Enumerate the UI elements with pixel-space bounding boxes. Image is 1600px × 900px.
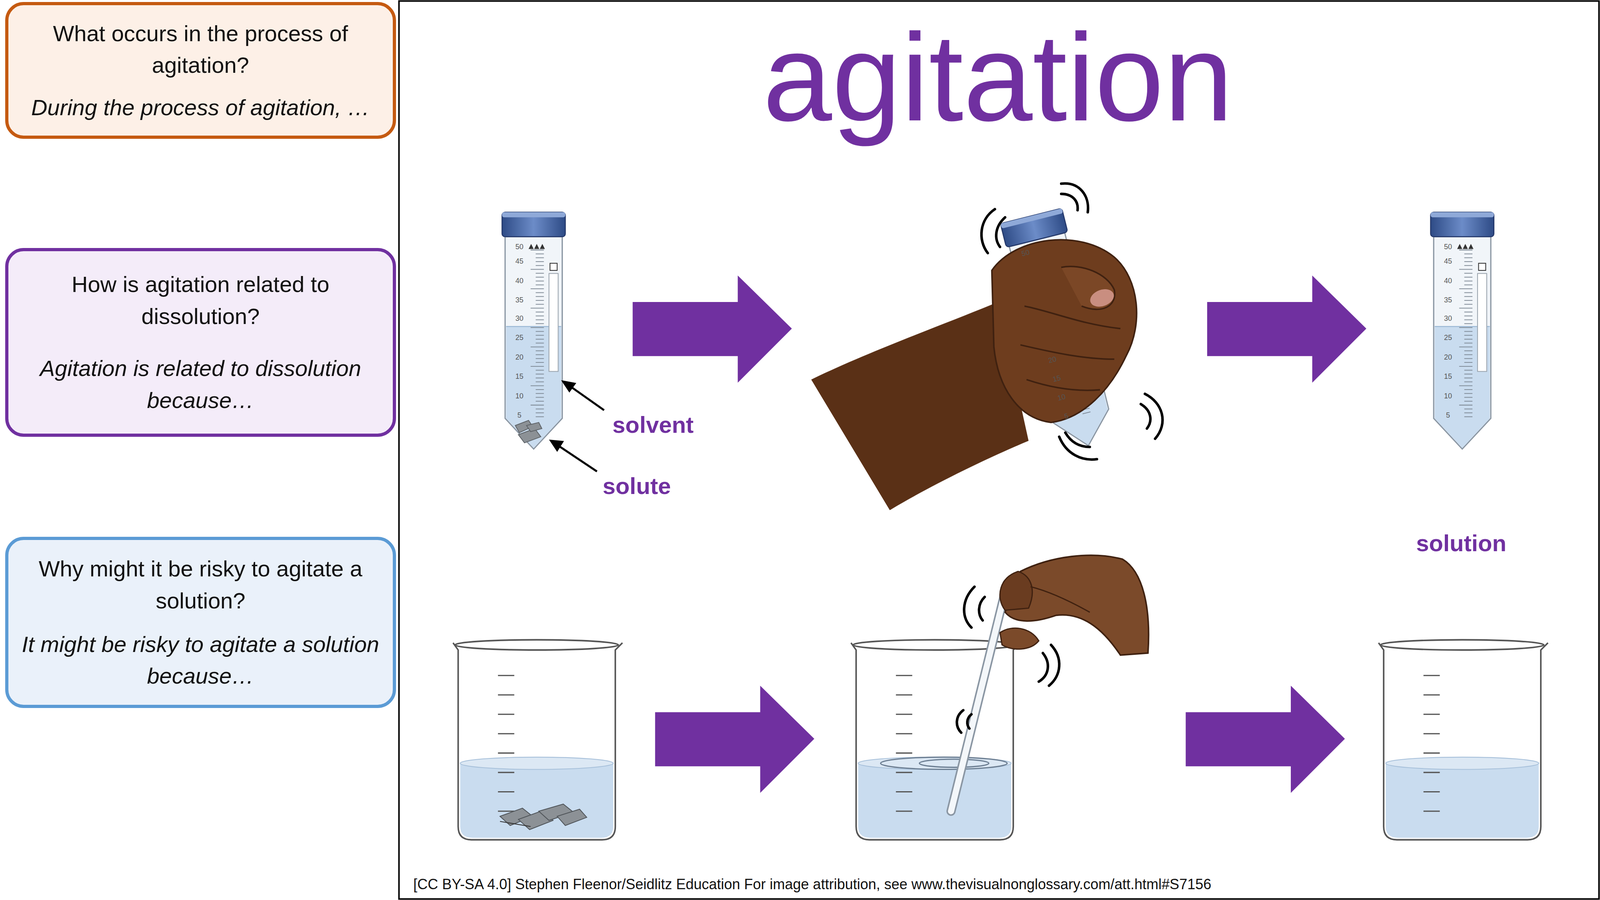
question-box: Why might it be risky to agitate a solut… bbox=[5, 536, 396, 709]
swirl bbox=[880, 757, 1008, 770]
scale-number: 35 bbox=[1444, 296, 1452, 305]
beaker-after bbox=[1378, 639, 1548, 840]
stirring-hand bbox=[1000, 555, 1149, 655]
scale-number: 50 bbox=[515, 242, 524, 252]
stirring-rod bbox=[951, 583, 1008, 812]
scale-number: 20 bbox=[1444, 352, 1452, 362]
solute-pieces bbox=[500, 804, 587, 830]
tube-before bbox=[502, 212, 566, 450]
motion-marks bbox=[981, 183, 1163, 460]
question-text: What occurs in the process of agitation? bbox=[20, 17, 381, 82]
scale-number: 45 bbox=[515, 257, 524, 266]
scale-number: 25 bbox=[515, 333, 524, 342]
scale-number: 15 bbox=[515, 372, 524, 381]
scale-number: 45 bbox=[1444, 257, 1452, 266]
scale-number: 35 bbox=[515, 296, 524, 305]
scale-number: 40 bbox=[515, 276, 524, 285]
part-label: solution bbox=[1416, 529, 1507, 557]
leader-lines bbox=[551, 381, 605, 472]
scale-number: 5 bbox=[1446, 411, 1450, 420]
question-text: How is agitation related to dissolution? bbox=[20, 268, 381, 332]
scale-number: 25 bbox=[1444, 333, 1452, 342]
part-label: solute bbox=[602, 472, 671, 500]
panel-frame bbox=[398, 1, 1599, 900]
question-text: Why might it be risky to agitate a solut… bbox=[20, 552, 381, 617]
part-label: solvent bbox=[612, 411, 694, 438]
scale-number: 30 bbox=[515, 314, 524, 323]
tube-after bbox=[1430, 212, 1494, 450]
question-box: How is agitation related to dissolution?… bbox=[5, 248, 396, 437]
caption: [CC BY-SA 4.0] Stephen Fleenor/Seidlitz … bbox=[413, 876, 1212, 893]
sentence-starter: Agitation is related to dissolution beca… bbox=[20, 352, 381, 416]
question-box: What occurs in the process of agitation?… bbox=[5, 2, 396, 139]
scale-number: 15 bbox=[1444, 372, 1452, 381]
motion-marks bbox=[956, 586, 1060, 733]
scale-number: 10 bbox=[515, 391, 524, 400]
scale-number: 10 bbox=[1444, 391, 1452, 400]
scale-number: 30 bbox=[1444, 314, 1452, 323]
scale-number: 20 bbox=[515, 352, 524, 362]
scale-number: 50 bbox=[1444, 242, 1452, 252]
title: agitation bbox=[762, 15, 1234, 140]
scale-number: 5 bbox=[517, 411, 522, 420]
sentence-starter: It might be risky to agitate a solution … bbox=[20, 628, 381, 692]
sentence-starter: During the process of agitation, … bbox=[31, 91, 370, 124]
solute-pieces bbox=[515, 420, 542, 443]
beaker-stirred bbox=[851, 639, 1021, 840]
scale-number: 40 bbox=[1444, 276, 1452, 285]
shaking-hand bbox=[811, 239, 1137, 510]
beaker-before bbox=[453, 639, 623, 840]
